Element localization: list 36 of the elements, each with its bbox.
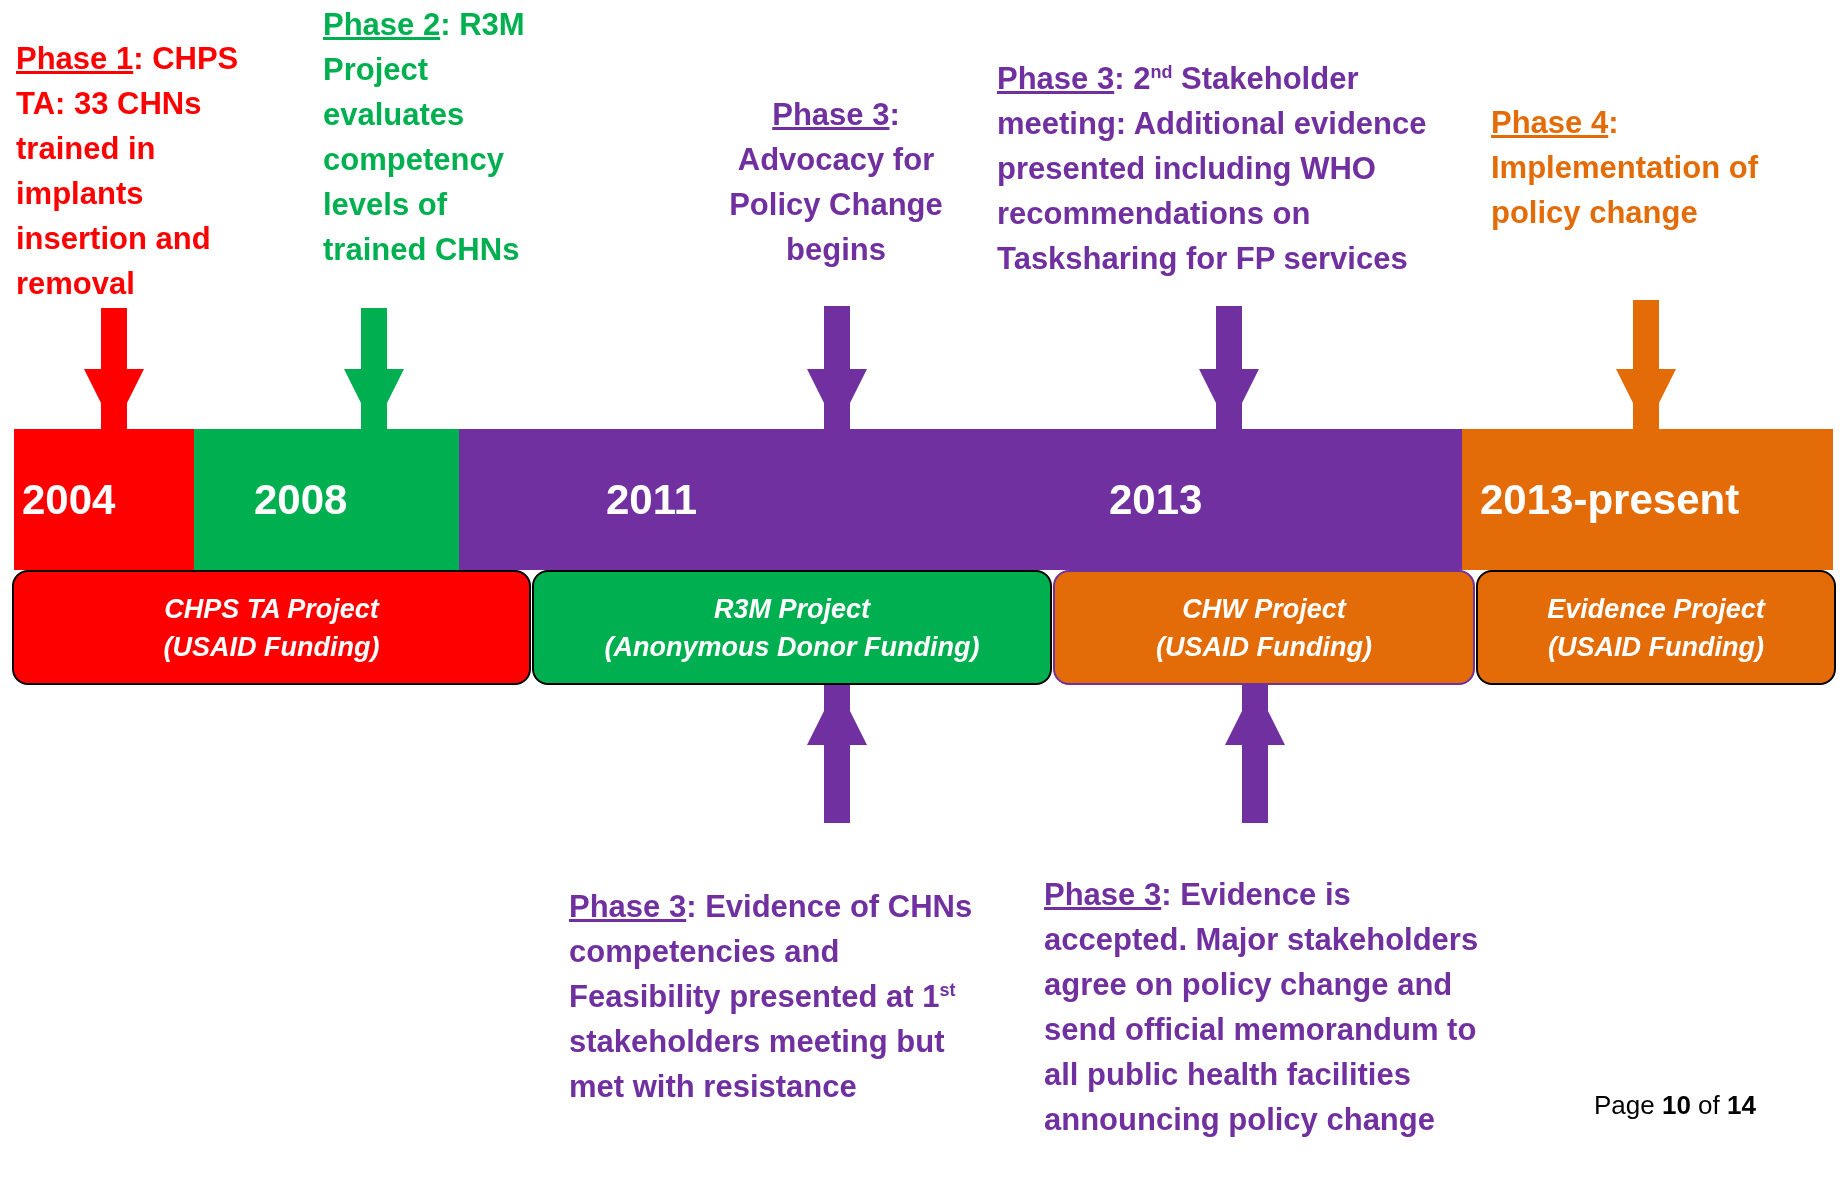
arrow [1225, 685, 1285, 823]
phase-description: Phase 4: Implementation of policy change [1491, 100, 1821, 300]
arrow [807, 306, 867, 429]
year-label: 2013-present [1480, 475, 1740, 524]
phase-description: Phase 3: Evidence is accepted. Major stakeholders agree on policy change and send official memorandum to all public health facilities announcing policy change [1044, 823, 1484, 1185]
year-label: 2011 [606, 475, 698, 524]
project-label: CHW Project [1182, 592, 1346, 626]
phase-description: Phase 2: R3M Project evaluates competency levels of trained CHNs [323, 2, 543, 308]
arrow [1616, 300, 1676, 429]
project-label: (Anonymous Donor Funding) [604, 630, 980, 664]
year-label: 2004 [22, 475, 116, 524]
year-label: 2013 [1109, 475, 1203, 524]
timeline-segment [14, 429, 195, 570]
project-label: (USAID Funding) [1548, 630, 1764, 664]
phase-description: Phase 3: Advocacy for Policy Change begins [722, 92, 950, 306]
arrow [344, 308, 404, 429]
project-box [12, 570, 531, 685]
phase-description: Phase 1: CHPS TA: 33 CHNs trained in implants insertion and removal [16, 36, 251, 308]
project-label: Evidence Project [1547, 592, 1765, 626]
project-label: R3M Project [713, 592, 870, 626]
arrow [84, 308, 144, 429]
page-number: Page 10 of 14 [1594, 1090, 1756, 1121]
year-label: 2008 [254, 475, 348, 524]
project-label: CHPS TA Project [164, 592, 379, 626]
timeline-segment [1462, 429, 1833, 570]
arrow [1199, 306, 1259, 429]
project-label: (USAID Funding) [1156, 630, 1372, 664]
arrow [807, 685, 867, 823]
phase-description: Phase 3: Evidence of CHNs competencies and Feasibility presented at 1$^{st}$ stakeholders meeting but met with resistance [569, 823, 989, 1129]
timeline-segment [194, 429, 460, 570]
phase-description: Phase 3: 2$^{nd}$ Stakeholder meeting: Additional evidence presented including WHO recommendations on Tasksharing for FP services [997, 56, 1467, 306]
project-label: (USAID Funding) [163, 630, 380, 664]
project-box [1476, 570, 1836, 685]
project-box [532, 570, 1052, 685]
timeline-segment [459, 429, 1463, 570]
project-box [1053, 570, 1475, 685]
